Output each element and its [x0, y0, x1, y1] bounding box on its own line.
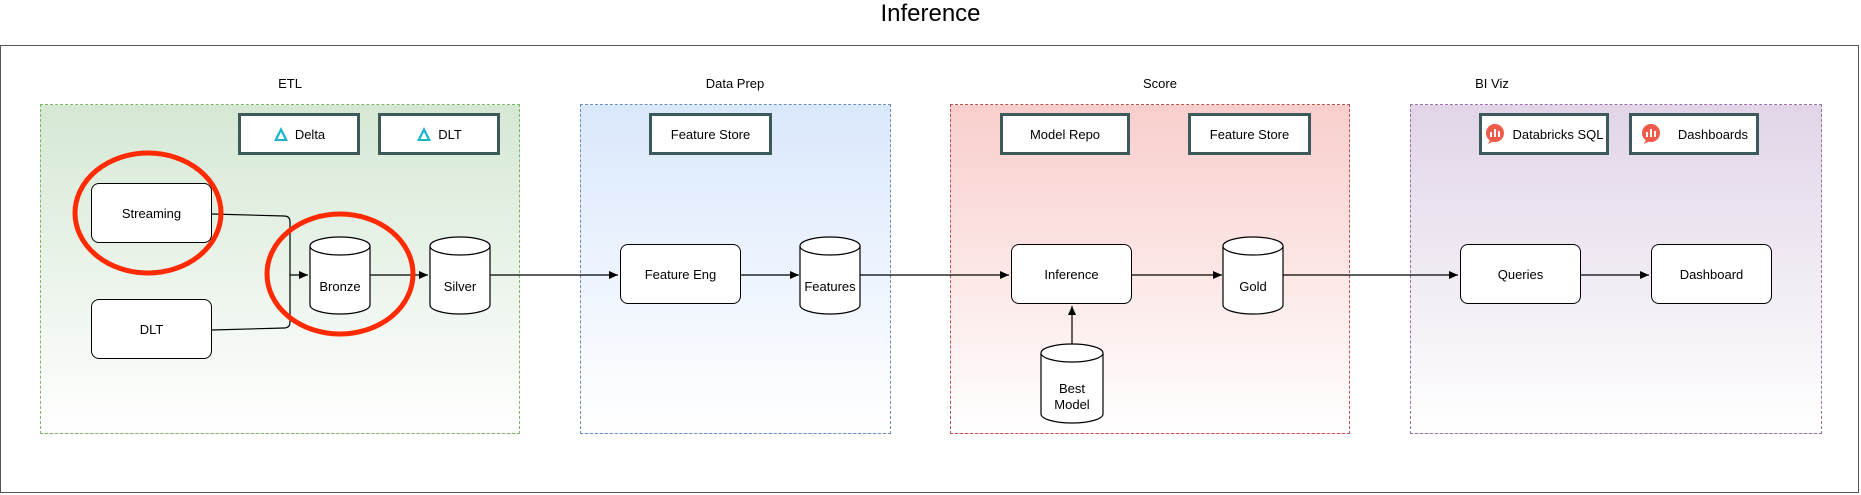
silver-label: Silver: [443, 279, 477, 294]
dlt-node[interactable]: DLT: [91, 299, 212, 359]
delta-chip-label: Delta: [294, 126, 326, 142]
diagram-frame: [0, 45, 1859, 493]
bronze-highlight-circle: [264, 211, 416, 337]
connector-dlt-bronze: [211, 275, 291, 331]
score-feature-store-chip: Feature Store: [1188, 113, 1311, 155]
feature-eng-node[interactable]: Feature Eng: [620, 244, 741, 304]
databricks-sql-icon: [1640, 123, 1662, 145]
silver-cylinder: [429, 236, 491, 315]
connector-streaming-bronze: [211, 213, 308, 279]
gold-label: Gold: [1239, 279, 1267, 294]
score-section-title: Score: [1143, 76, 1177, 91]
features-label: Features: [804, 279, 856, 294]
dlt-chip-label: DLT: [438, 126, 462, 142]
best-model-cylinder: [1040, 343, 1104, 424]
dashboard-node[interactable]: Dashboard: [1651, 244, 1772, 304]
etl-section-title: ETL: [278, 76, 302, 91]
delta-chip: Delta: [238, 113, 360, 155]
data-prep-section-title: Data Prep: [705, 76, 765, 91]
model-repo-chip-label: Model Repo: [1029, 126, 1101, 142]
gold-cylinder: [1222, 236, 1284, 315]
databricks-sql-icon: [1484, 123, 1506, 145]
feature-store-chip: Feature Store: [649, 113, 772, 155]
bronze-label: Bronze: [319, 279, 361, 294]
databricks-sql-chip-label: Databricks SQL: [1512, 126, 1604, 142]
queries-node[interactable]: Queries: [1460, 244, 1581, 304]
streaming-node[interactable]: Streaming: [91, 183, 212, 243]
inference-node[interactable]: Inference: [1011, 244, 1132, 304]
features-cylinder: [799, 236, 861, 315]
dashboards-chip-label: Dashboards: [1677, 126, 1748, 142]
best-model-label: Best Model: [1054, 381, 1090, 412]
delta-triangle-icon: [416, 126, 432, 142]
page-title: Inference: [880, 0, 981, 27]
model-repo-chip: Model Repo: [1000, 113, 1130, 155]
bi-viz-section-title: BI Viz: [1475, 76, 1509, 91]
databricks-sql-chip: Databricks SQL: [1479, 113, 1609, 155]
streaming-highlight-circle: [72, 150, 224, 276]
score-feature-store-chip-label: Feature Store: [1209, 126, 1290, 142]
feature-store-chip-label: Feature Store: [670, 126, 751, 142]
delta-triangle-icon: [273, 126, 289, 142]
dlt-chip: DLT: [378, 113, 500, 155]
dashboards-chip: Dashboards: [1629, 113, 1759, 155]
bronze-cylinder: [309, 236, 371, 315]
